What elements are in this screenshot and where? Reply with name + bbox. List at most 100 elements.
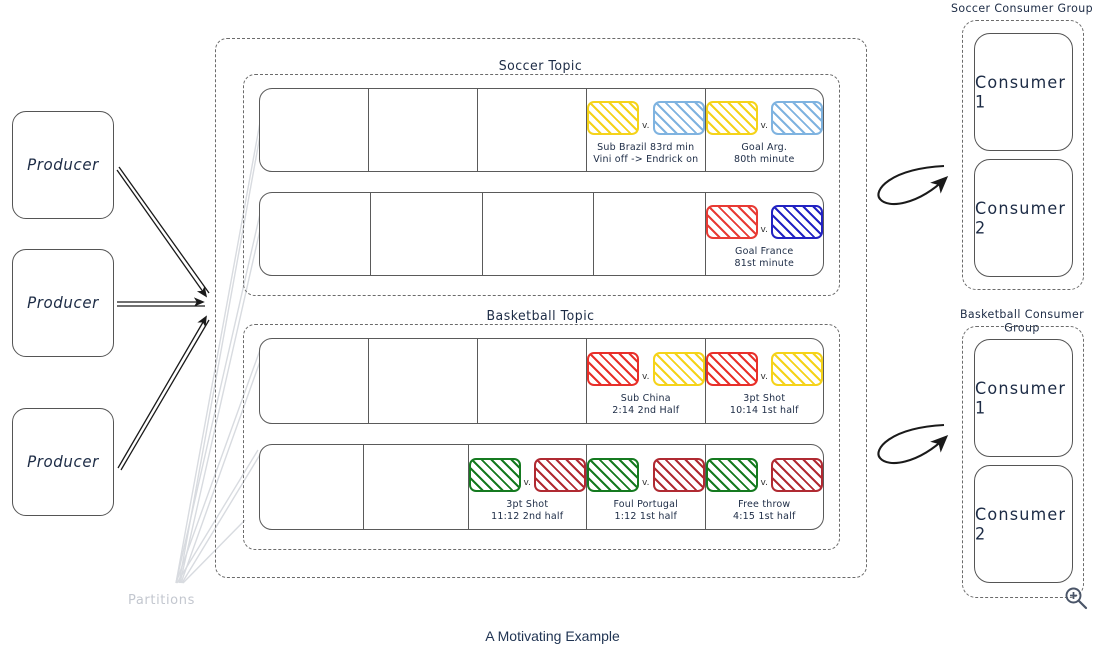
topic-title-basketball: Basketball Topic <box>486 307 595 324</box>
consumer-box-soccer-1[interactable]: Consumer 1 <box>974 33 1073 151</box>
consumer-group-title-basketball: Basketball Consumer Group <box>959 307 1085 335</box>
event-line-2: Vini off -> Endrick on <box>593 153 699 165</box>
event-chips: v. <box>468 456 586 494</box>
partition-cell[interactable] <box>260 193 372 275</box>
partition-cell[interactable] <box>483 193 595 275</box>
event-chips: v. <box>705 99 823 137</box>
team-chip-left <box>587 457 639 492</box>
consumer-label: Consumer 2 <box>975 504 1067 544</box>
partition-cell[interactable] <box>369 89 478 171</box>
arrow-basketball-topic-to-consumer-group <box>877 423 949 465</box>
arrow-producer-1-to-broker <box>116 166 210 298</box>
arrow-soccer-topic-to-consumer-group <box>877 164 949 206</box>
partition-cell[interactable] <box>371 193 483 275</box>
event-line-2: 81st minute <box>734 257 794 269</box>
event-line-1: Goal France <box>735 245 794 257</box>
team-chip-right <box>771 351 823 386</box>
versus-label: v. <box>760 120 769 131</box>
partition-cell[interactable]: v. Sub Brazil 83rd min Vini off -> Endri… <box>587 89 706 171</box>
team-chip-left <box>705 100 758 135</box>
consumer-label: Consumer 2 <box>975 198 1067 238</box>
team-chip-right <box>652 100 705 135</box>
team-chip-right <box>771 457 823 492</box>
partition-pointer-lines <box>175 94 268 584</box>
partition-cell[interactable] <box>478 339 587 423</box>
consumer-box-basketball-1[interactable]: Consumer 1 <box>974 339 1073 457</box>
event-chips: v. <box>705 203 823 241</box>
producer-label: Producer <box>27 293 99 313</box>
consumer-group-title-soccer: Soccer Consumer Group <box>950 1 1094 16</box>
partition-cell[interactable] <box>260 445 365 529</box>
partition-cell[interactable] <box>594 193 706 275</box>
event-line-1: Free throw <box>738 498 791 510</box>
consumer-group-basketball: Basketball Consumer Group Consumer 1 Con… <box>948 307 1096 604</box>
partition-cell[interactable] <box>260 89 369 171</box>
team-chip-left <box>705 204 758 239</box>
partition-soccer-0[interactable]: v. Sub Brazil 83rd min Vini off -> Endri… <box>259 88 824 172</box>
versus-label: v. <box>760 477 769 488</box>
partition-cell[interactable] <box>369 339 478 423</box>
versus-label: v. <box>642 477 650 488</box>
topic-basketball: Basketball Topic v. Sub China 2:14 2nd H… <box>243 307 840 550</box>
topic-soccer: Soccer Topic v. Sub Brazil 83rd min Vini… <box>243 57 840 296</box>
consumer-box-soccer-2[interactable]: Consumer 2 <box>974 159 1073 277</box>
partition-basketball-1[interactable]: v. 3pt Shot 11:12 2nd half v. Foul Portu… <box>259 444 824 530</box>
partition-cell[interactable]: v. Goal France 81st minute <box>705 193 823 275</box>
event-line-2: 4:15 1st half <box>732 510 796 522</box>
topic-title-soccer: Soccer Topic <box>498 57 583 74</box>
team-chip-right <box>652 351 705 386</box>
partitions-label: Partitions <box>128 592 195 609</box>
event-line-1: Sub China <box>620 392 671 404</box>
event-chips: v. <box>587 99 705 137</box>
event-line-1: Goal Arg. <box>741 141 788 153</box>
partition-cell[interactable]: v. Goal Arg. 80th minute <box>705 89 823 171</box>
partition-cell[interactable] <box>478 89 587 171</box>
partition-cell[interactable] <box>364 445 469 529</box>
team-chip-right <box>771 204 823 239</box>
team-chip-left <box>468 457 521 492</box>
zoom-in-icon-glyph <box>1065 587 1088 610</box>
team-chip-right <box>771 100 823 135</box>
consumer-group-basketball-boundary <box>962 326 1084 598</box>
partition-cell[interactable]: v. Free throw 4:15 1st half <box>705 445 823 529</box>
event-line-1: 3pt Shot <box>743 392 786 404</box>
partition-cell[interactable]: v. Sub China 2:14 2nd Half <box>587 339 706 423</box>
team-chip-left <box>587 100 639 135</box>
topic-soccer-boundary <box>243 74 840 296</box>
event-line-1: Sub Brazil 83rd min <box>597 141 695 153</box>
arrow-producer-3-to-broker <box>117 315 210 471</box>
event-chips: v. <box>705 456 823 494</box>
team-chip-right <box>652 457 705 492</box>
producer-label: Producer <box>27 452 99 472</box>
partition-cell[interactable]: v. Foul Portugal 1:12 1st half <box>587 445 706 529</box>
partition-cell[interactable]: v. 3pt Shot 11:12 2nd half <box>468 445 587 529</box>
team-chip-right <box>534 457 586 492</box>
producer-label: Producer <box>27 155 99 175</box>
versus-label: v. <box>642 371 650 382</box>
versus-label: v. <box>523 477 532 488</box>
partition-cell[interactable] <box>260 339 369 423</box>
event-chips: v. <box>587 350 705 388</box>
consumer-label: Consumer 1 <box>975 378 1067 418</box>
arrow-producer-2-to-broker <box>117 297 205 307</box>
team-chip-left <box>705 351 758 386</box>
partition-cell[interactable]: v. 3pt Shot 10:14 1st half <box>705 339 823 423</box>
versus-label: v. <box>760 371 769 382</box>
producer-box-3[interactable]: Producer <box>12 408 114 516</box>
event-line-2: 80th minute <box>733 153 795 165</box>
partition-basketball-0[interactable]: v. Sub China 2:14 2nd Half v. 3pt Shot 1… <box>259 338 824 424</box>
diagram-caption: A Motivating Example <box>485 628 620 644</box>
topic-basketball-boundary <box>243 324 840 550</box>
partition-soccer-1[interactable]: v. Goal France 81st minute <box>259 192 824 276</box>
versus-label: v. <box>642 120 650 131</box>
event-line-1: 3pt Shot <box>506 498 549 510</box>
zoom-in-icon[interactable] <box>1063 585 1089 611</box>
producer-box-1[interactable]: Producer <box>12 111 114 219</box>
consumer-box-basketball-2[interactable]: Consumer 2 <box>974 465 1073 583</box>
producer-box-2[interactable]: Producer <box>12 249 114 357</box>
event-chips: v. <box>705 350 823 388</box>
event-line-2: 1:12 1st half <box>614 510 678 522</box>
team-chip-left <box>587 351 639 386</box>
